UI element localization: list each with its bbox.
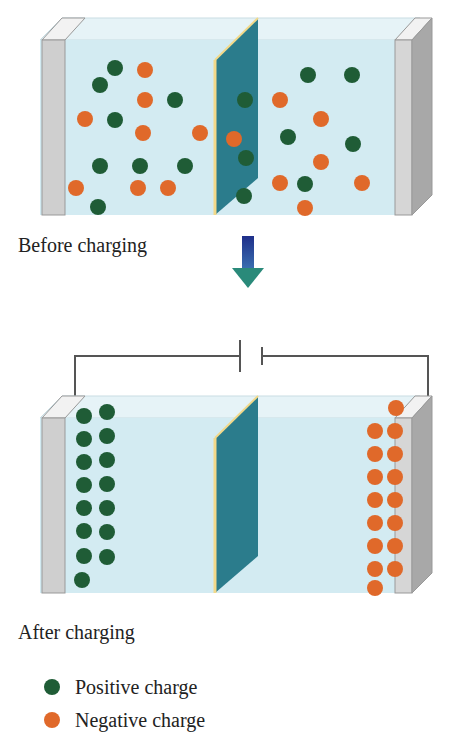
legend-text: Negative charge bbox=[75, 708, 205, 732]
process-arrow bbox=[232, 236, 264, 288]
cell-before bbox=[40, 18, 432, 215]
charging-circuit bbox=[75, 340, 428, 400]
negative-ions-after bbox=[367, 400, 404, 596]
positive-ions-after bbox=[74, 404, 115, 588]
legend-text: Positive charge bbox=[75, 675, 197, 699]
positive-ions-before bbox=[90, 60, 361, 215]
before-label: Before charging bbox=[18, 233, 147, 257]
legend-swatch bbox=[44, 712, 60, 728]
negative-ions-before bbox=[68, 62, 370, 216]
after-label: After charging bbox=[18, 620, 135, 644]
legend-swatch bbox=[44, 679, 60, 695]
cell-after bbox=[40, 396, 432, 593]
